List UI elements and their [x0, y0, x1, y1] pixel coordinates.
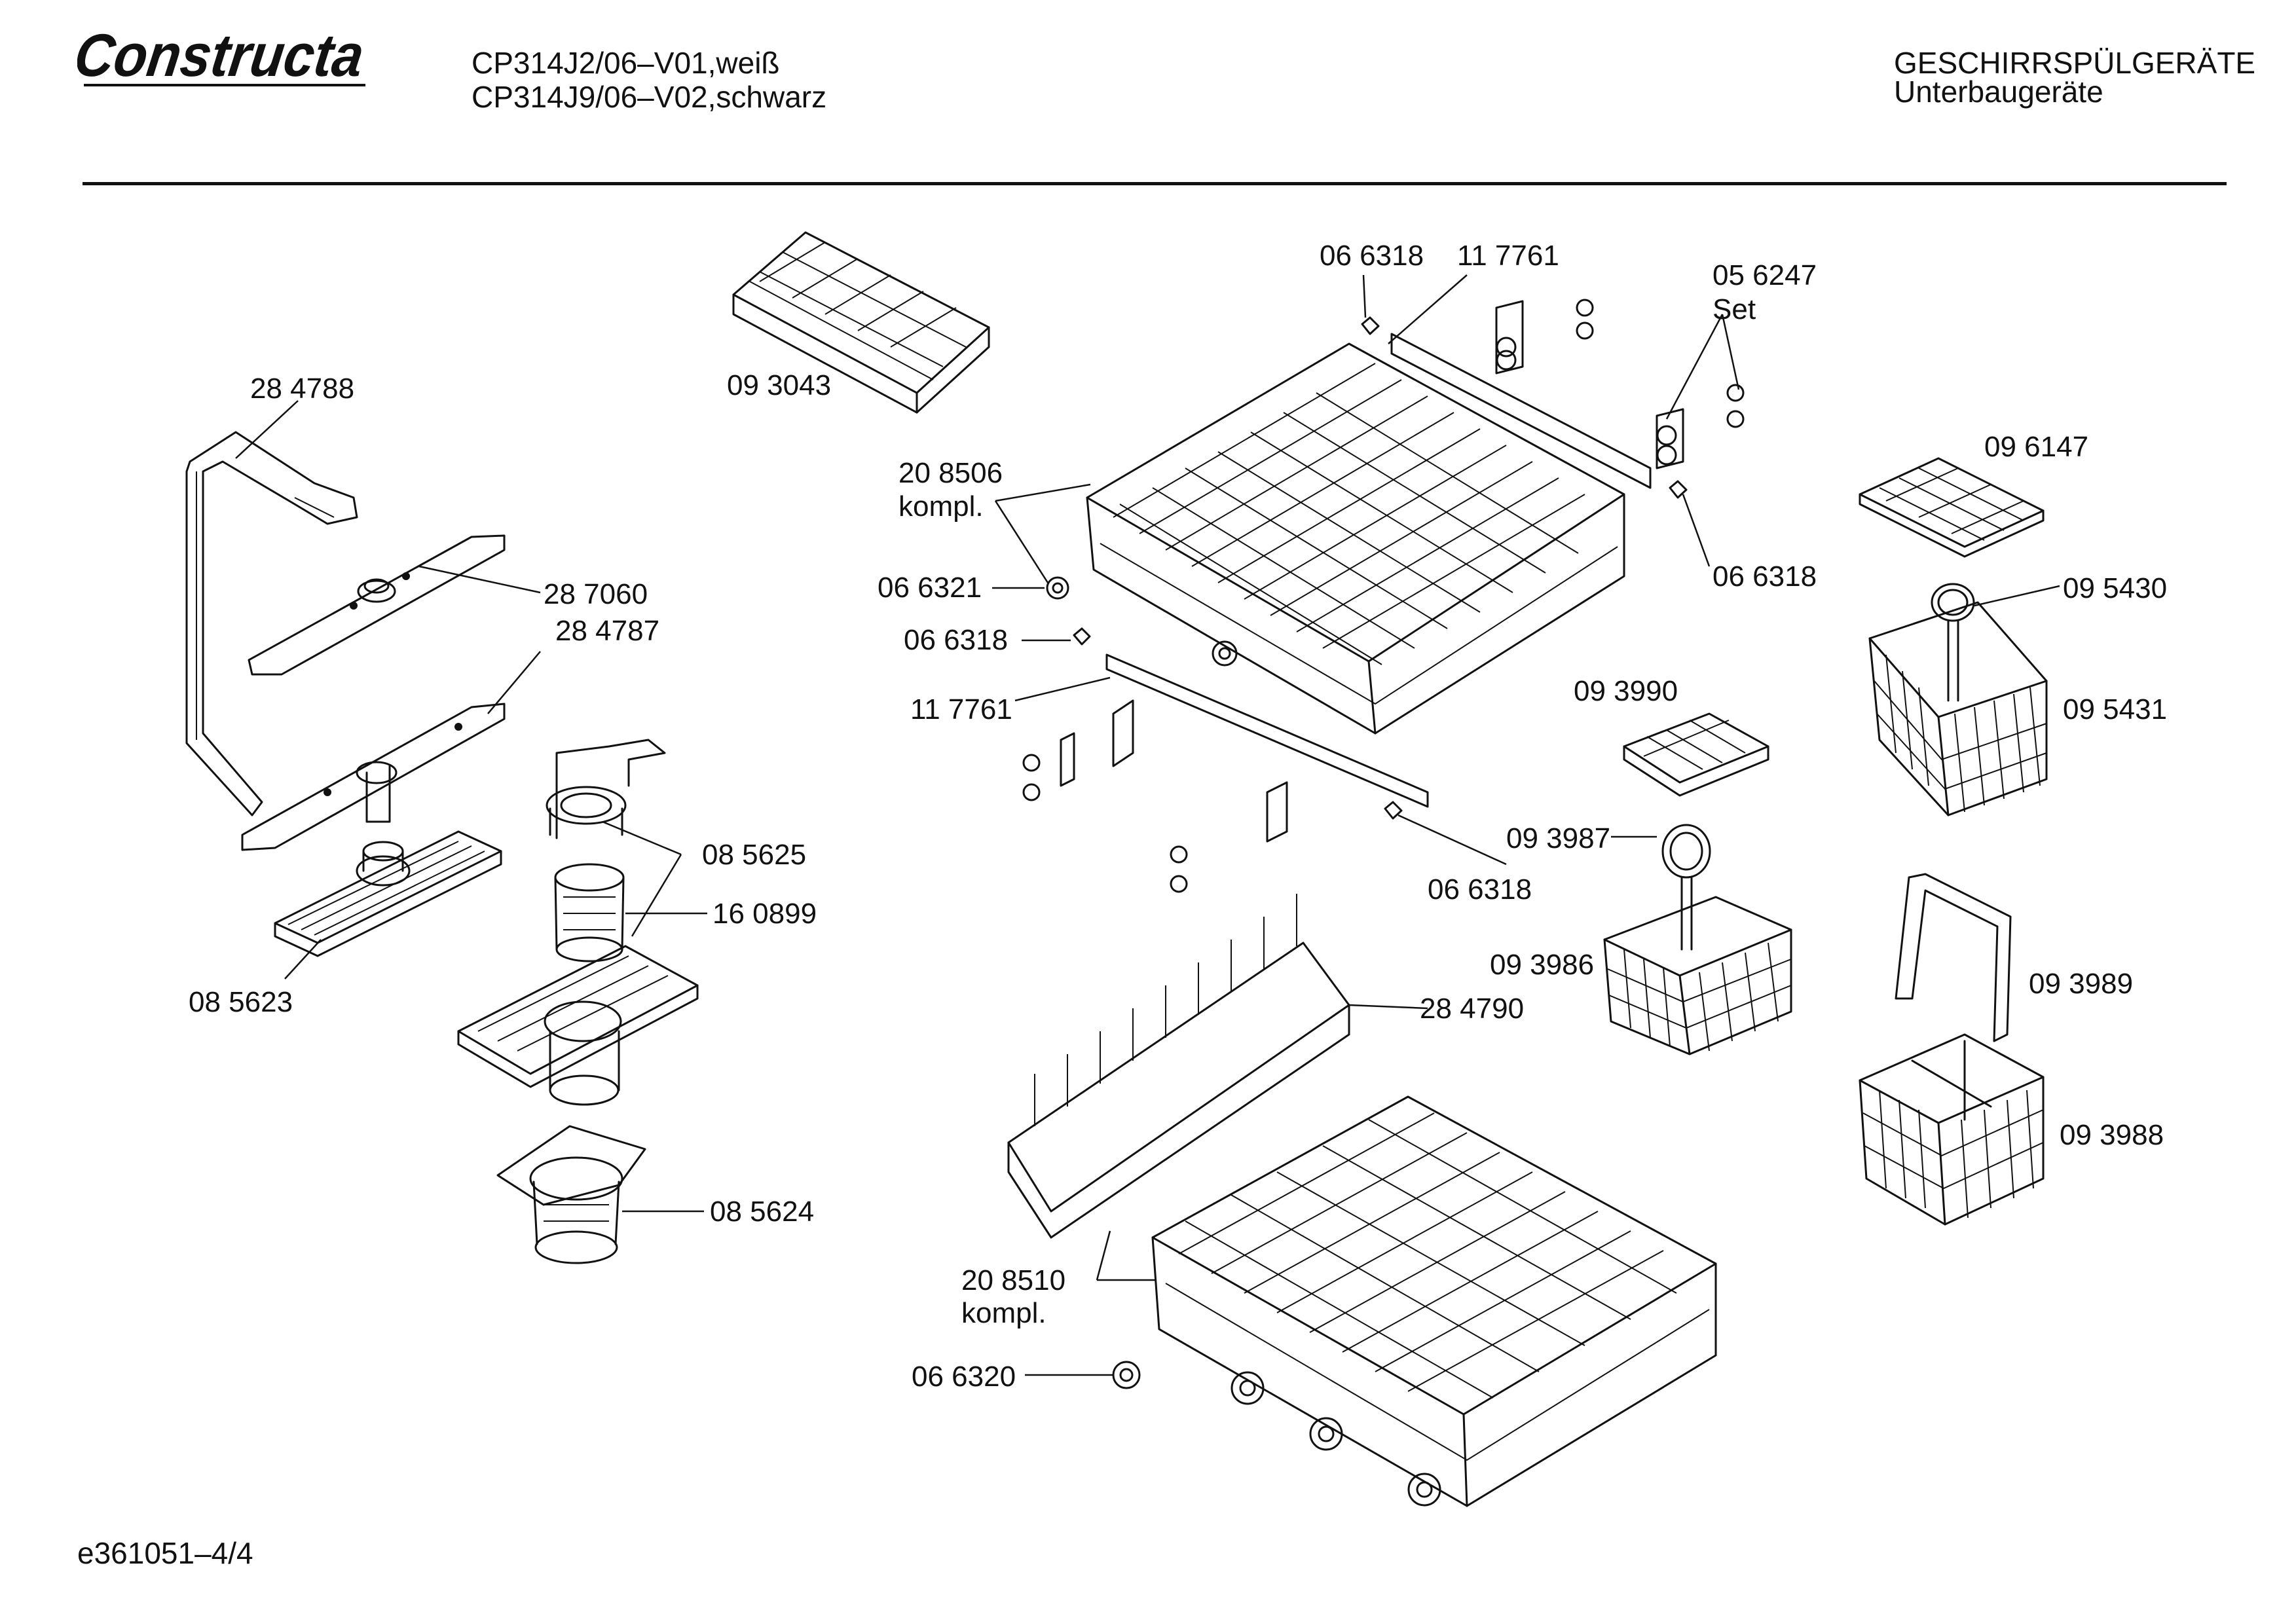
label-085624: 08 5624: [710, 1196, 814, 1228]
label-208506-sub: kompl.: [898, 490, 984, 522]
label-093987: 09 3987: [1506, 822, 1610, 854]
model-line-1: CP314J2/06–V01,weiß: [472, 46, 780, 80]
label-208506: 20 8506: [898, 457, 1003, 489]
label-287060: 28 7060: [544, 578, 648, 610]
flat-filter-drawing: [274, 830, 502, 957]
lower-spray-arm-drawing: [241, 703, 506, 851]
label-117761-b: 11 7761: [1457, 240, 1559, 272]
label-095430: 09 5430: [2063, 572, 2167, 604]
label-284788: 28 4788: [250, 373, 354, 405]
brand-logo-text: Constructa: [77, 21, 368, 88]
cutlery-cover-drawing: [1859, 457, 2045, 558]
label-093043: 09 3043: [727, 369, 831, 401]
label-093989: 09 3989: [2029, 968, 2133, 1000]
cup-shelf-drawing: [732, 231, 990, 414]
label-284790: 28 4790: [1420, 993, 1524, 1025]
upper-basket-drawing: [1086, 333, 1652, 808]
lower-basket-drawing: [1112, 1095, 1717, 1507]
insert-093990-drawing: [1623, 712, 1769, 797]
rail-bracket-set-drawing: [1022, 299, 1745, 893]
basket-rollers-drawing: [1046, 316, 1688, 820]
label-066318-b: 06 6318: [1320, 240, 1424, 272]
micro-filter-drawing: [554, 863, 625, 962]
cutlery-basket-093986-drawing: [1603, 824, 1792, 1055]
label-095431: 09 5431: [2063, 693, 2167, 725]
label-096147: 09 6147: [1984, 431, 2088, 463]
brand-logo: Constructa: [70, 21, 379, 96]
label-066320: 06 6320: [912, 1361, 1016, 1393]
label-160899: 16 0899: [713, 898, 817, 930]
label-056247-sub: Set: [1713, 293, 1756, 325]
label-284787: 28 4787: [555, 615, 659, 647]
drawing-id: e361051–4/4: [77, 1536, 253, 1570]
cutlery-basket-093988-drawing: [1859, 1033, 2045, 1226]
model-line-2: CP314J9/06–V02,schwarz: [472, 80, 827, 114]
label-056247: 05 6247: [1713, 259, 1817, 291]
label-093990: 09 3990: [1574, 675, 1678, 707]
label-066318-d: 06 6318: [1428, 873, 1532, 906]
fine-filter-plate-drawing: [457, 945, 699, 1106]
header-rule: [83, 182, 2227, 185]
part-labels: 28 4788 28 7060 28 4787 08 5623 08 5625 …: [189, 240, 2167, 1393]
coarse-filter-drawing: [496, 1125, 646, 1264]
label-085623: 08 5623: [189, 986, 293, 1018]
subcategory-title: Unterbaugeräte: [1894, 75, 2103, 109]
label-066318-a: 06 6318: [904, 624, 1008, 656]
category-title: GESCHIRRSPÜLGERÄTE: [1894, 46, 2256, 80]
label-208510: 20 8510: [961, 1264, 1065, 1296]
feed-pipe-drawing: [185, 431, 358, 816]
label-117761-a: 11 7761: [910, 693, 1012, 725]
label-093988: 09 3988: [2060, 1119, 2164, 1151]
label-085625: 08 5625: [702, 839, 806, 871]
label-208510-sub: kompl.: [961, 1297, 1046, 1329]
label-066321: 06 6321: [878, 572, 982, 604]
upper-spray-arm-drawing: [248, 534, 506, 676]
label-093986: 09 3986: [1490, 949, 1594, 981]
basket-handle-093989-drawing: [1895, 873, 2012, 1042]
plate-rack-drawing: [1007, 894, 1350, 1239]
cutlery-basket-095431-drawing: [1868, 583, 2048, 816]
leader-lines: [235, 274, 2060, 1376]
label-066318-c: 06 6318: [1713, 560, 1817, 593]
